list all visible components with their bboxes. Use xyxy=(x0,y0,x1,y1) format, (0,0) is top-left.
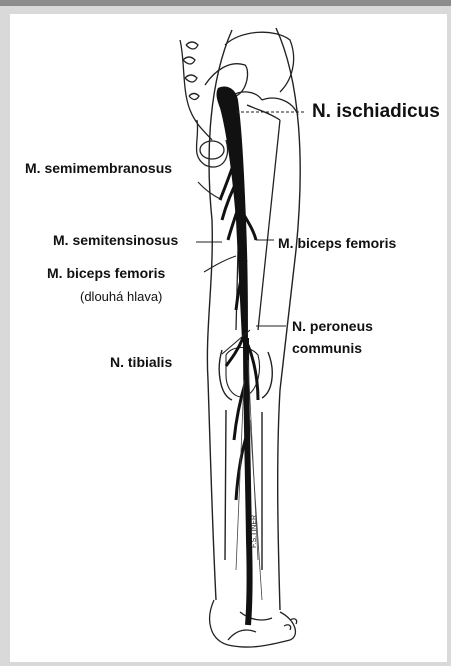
label-n-ischiadicus: N. ischiadicus xyxy=(312,101,440,123)
foot-outline xyxy=(210,600,297,647)
sciatic-nerve xyxy=(217,87,248,341)
label-m-biceps-femoris-right: M. biceps femoris xyxy=(278,235,396,251)
label-n-peroneus: N. peroneus xyxy=(292,318,373,334)
label-m-biceps-femoris-left: M. biceps femoris xyxy=(47,265,165,281)
label-n-tibialis: N. tibialis xyxy=(110,354,172,370)
label-m-semitensinosus: M. semitensinosus xyxy=(53,232,178,248)
label-communis: communis xyxy=(292,340,362,356)
artist-signature: F.S.TINER xyxy=(251,515,258,548)
label-m-semimembranosus: M. semimembranosus xyxy=(25,160,172,176)
label-dlouha-hlava: (dlouhá hlava) xyxy=(80,289,162,304)
